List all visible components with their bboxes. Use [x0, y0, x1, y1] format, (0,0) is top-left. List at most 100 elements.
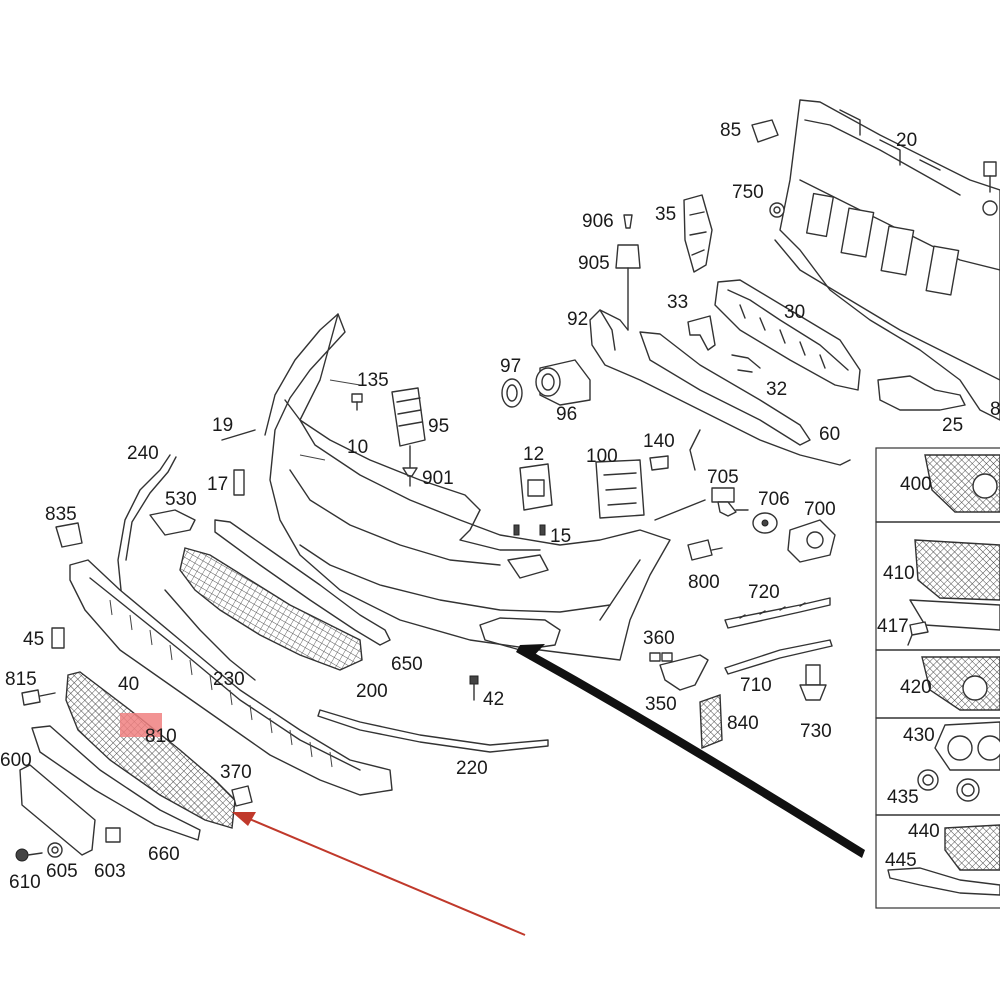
label-700: 700 [804, 499, 836, 520]
label-435: 435 [887, 787, 919, 808]
clips-360 [649, 652, 673, 662]
label-360: 360 [643, 628, 675, 649]
strip-710 [724, 639, 833, 675]
sensor-96 [535, 359, 591, 406]
flap-530 [149, 509, 196, 536]
fog-lamp-grille-400 [924, 454, 1000, 513]
clip-32 [731, 354, 761, 373]
washer-706 [752, 512, 778, 534]
screw-417 [907, 621, 929, 646]
grille-440 [944, 824, 1000, 871]
screw-800 [687, 539, 723, 561]
label-97: 97 [500, 356, 521, 377]
label-20: 20 [896, 130, 917, 151]
label-96: 96 [556, 404, 577, 425]
label-100: 100 [586, 446, 618, 467]
label-603: 603 [94, 861, 126, 882]
frame-430 [934, 721, 1000, 771]
screw-730 [799, 664, 827, 701]
label-140: 140 [643, 431, 675, 452]
label-45: 45 [23, 629, 44, 650]
bracket-350 [659, 654, 709, 691]
label-420: 420 [900, 677, 932, 698]
clip-603 [105, 827, 121, 843]
control-unit-95 [391, 387, 426, 471]
label-19: 19 [212, 415, 233, 436]
highlight-box-810 [120, 713, 162, 737]
sensor-mount-700 [787, 519, 836, 563]
clip-45 [51, 627, 65, 649]
label-33: 33 [667, 292, 688, 313]
label-660: 660 [148, 844, 180, 865]
screw-135 [351, 393, 363, 411]
label-605: 605 [46, 861, 78, 882]
label-810: 810 [145, 726, 177, 747]
plate-holder-600 [19, 764, 96, 856]
ring-97 [501, 378, 523, 408]
absorber-30 [714, 279, 861, 391]
label-230: 230 [213, 669, 245, 690]
label-12: 12 [523, 444, 544, 465]
part-labels: 85 20 750 906 35 905 33 30 92 97 135 96 … [0, 120, 1000, 893]
screw-610 [15, 848, 43, 862]
label-8: 8 [990, 399, 1000, 420]
label-220: 220 [456, 758, 488, 779]
screw-top-right [982, 161, 998, 216]
label-445: 445 [885, 850, 917, 871]
label-35: 35 [655, 204, 676, 225]
bracket-100 [595, 459, 645, 519]
strip-60 [639, 331, 811, 446]
black-arrow [516, 644, 865, 858]
screw-901 [402, 467, 418, 487]
label-32: 32 [766, 379, 787, 400]
sensor-cable-705 [654, 487, 749, 521]
grille-420 [921, 656, 1000, 711]
label-10: 10 [347, 437, 368, 458]
label-95: 95 [428, 416, 449, 437]
bracket-25 [877, 375, 966, 411]
screw-815 [21, 689, 56, 706]
label-40: 40 [118, 674, 139, 695]
strip-650 [214, 519, 391, 646]
label-706: 706 [758, 489, 790, 510]
label-417: 417 [877, 616, 909, 637]
label-135: 135 [357, 370, 389, 391]
red-arrow [232, 812, 526, 936]
label-650: 650 [391, 654, 423, 675]
trim-660 [31, 725, 201, 841]
label-815: 815 [5, 669, 37, 690]
nut-750 [769, 202, 785, 218]
clip-140 [649, 455, 669, 471]
label-750: 750 [732, 182, 764, 203]
screw-42 [469, 675, 479, 701]
bracket-12 [519, 463, 553, 511]
label-901: 901 [422, 468, 454, 489]
grille-840 [699, 694, 723, 750]
clips-15 [513, 524, 546, 536]
spoiler-40 [69, 559, 393, 796]
label-42: 42 [483, 689, 504, 710]
clip-85 [751, 119, 779, 143]
label-430: 430 [903, 725, 935, 746]
label-410: 410 [883, 563, 915, 584]
label-25: 25 [942, 415, 963, 436]
label-710: 710 [740, 675, 772, 696]
label-720: 720 [748, 582, 780, 603]
grille-200 [179, 547, 363, 671]
label-92: 92 [567, 309, 588, 330]
strip-230 [164, 589, 256, 681]
label-440: 440 [908, 821, 940, 842]
label-840: 840 [727, 713, 759, 734]
label-800: 800 [688, 572, 720, 593]
label-350: 350 [645, 694, 677, 715]
label-705: 705 [707, 467, 739, 488]
grille-410 [909, 539, 1000, 631]
sensor-906 [623, 214, 633, 229]
trim-445 [887, 867, 1000, 896]
label-530: 530 [165, 489, 197, 510]
label-17: 17 [207, 474, 228, 495]
label-240: 240 [127, 443, 159, 464]
bumper-carrier-20 [774, 99, 1000, 421]
label-370: 370 [220, 762, 252, 783]
